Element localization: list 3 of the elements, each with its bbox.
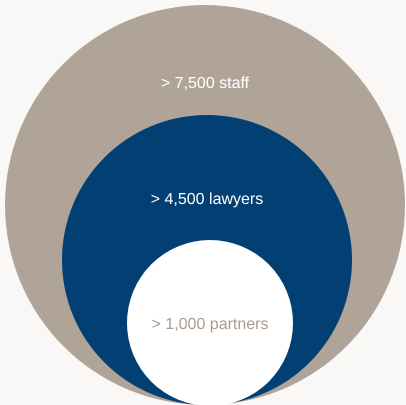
region-label: > 1,000 partners [152, 316, 268, 334]
region-label: > 4,500 lawyers [150, 191, 264, 209]
region-label: > 7,500 staff [160, 75, 250, 93]
